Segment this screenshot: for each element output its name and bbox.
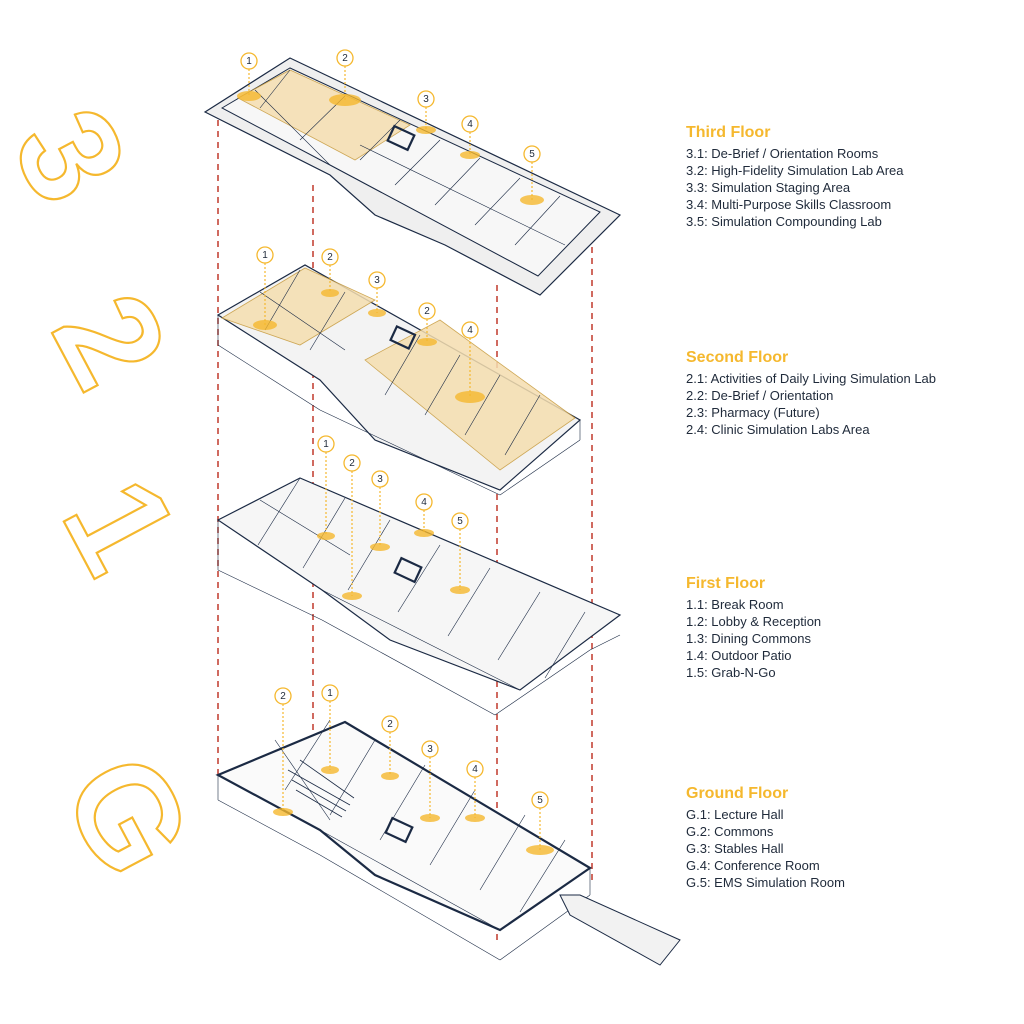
room-marker-circle: [381, 715, 399, 733]
legend-item: 3.5: Simulation Compounding Lab: [686, 214, 882, 229]
legend-item: 3.3: Simulation Staging Area: [686, 180, 851, 195]
room-marker-circle: [421, 740, 439, 758]
room-marker-circle: [274, 687, 292, 705]
room-marker-circle: [317, 435, 335, 453]
room-marker-circle: [321, 684, 339, 702]
room-marker-circle: [415, 493, 433, 511]
room-marker-circle: [461, 321, 479, 339]
room-marker-number: 2: [327, 252, 333, 263]
legend-item: 2.1: Activities of Daily Living Simulati…: [686, 371, 937, 386]
legend-item: 3.4: Multi-Purpose Skills Classroom: [686, 197, 892, 212]
big-number-first: 1: [33, 454, 208, 596]
legend-item: 1.2: Lobby & Reception: [686, 614, 822, 629]
legend-item: 2.2: De-Brief / Orientation: [686, 388, 834, 403]
room-marker-circle: [466, 760, 484, 778]
room-marker-number: 1: [323, 439, 329, 450]
room-marker-number: 2: [342, 53, 348, 64]
room-marker-circle: [371, 470, 389, 488]
room-marker-number: 5: [537, 795, 543, 806]
room-marker-number: 4: [467, 325, 473, 336]
room-marker-circle: [451, 512, 469, 530]
floor-number-labels: 3 2 1 G: [0, 83, 224, 901]
room-marker-circle: [343, 454, 361, 472]
big-number-third: 3: [0, 84, 158, 226]
room-marker-number: 3: [377, 474, 383, 485]
second-floor-plan: [216, 264, 582, 496]
room-marker-number: 2: [424, 306, 430, 317]
legend-item: 2.4: Clinic Simulation Labs Area: [686, 422, 870, 437]
room-marker-number: 3: [374, 275, 380, 286]
legend-item: G.5: EMS Simulation Room: [686, 875, 845, 890]
legend-title: Ground Floor: [686, 785, 789, 802]
room-marker-number: 2: [280, 691, 286, 702]
room-marker-circle: [531, 791, 549, 809]
legend-item: G.4: Conference Room: [686, 858, 820, 873]
big-number-ground: G: [34, 730, 224, 900]
big-number-second: 2: [23, 269, 198, 411]
legend-ground-floor: Ground Floor G.1: Lecture Hall G.2: Comm…: [686, 785, 1006, 891]
third-floor-plan: [203, 57, 622, 296]
room-marker-circle: [523, 145, 541, 163]
room-marker-circle: [417, 90, 435, 108]
room-marker-number: 2: [387, 719, 393, 730]
legend-item: 1.3: Dining Commons: [686, 631, 811, 646]
legend-item: 2.3: Pharmacy (Future): [686, 405, 820, 420]
legend-second-floor: Second Floor 2.1: Activities of Daily Li…: [686, 349, 1006, 438]
room-marker-number: 5: [457, 516, 463, 527]
room-marker-number: 5: [529, 149, 535, 160]
legend-title: Third Floor: [686, 124, 771, 141]
legend-item: 1.5: Grab-N-Go: [686, 665, 776, 680]
legend-item: G.2: Commons: [686, 824, 774, 839]
room-marker-circle: [418, 302, 436, 320]
legend-title: First Floor: [686, 575, 766, 592]
room-marker-circle: [321, 248, 339, 266]
room-marker-number: 4: [472, 764, 478, 775]
legend-item: G.1: Lecture Hall: [686, 807, 784, 822]
ground-floor-plan: [215, 719, 681, 966]
legend-third-floor: Third Floor 3.1: De-Brief / Orientation …: [686, 124, 1006, 230]
room-marker-circle: [461, 115, 479, 133]
room-marker-number: 3: [427, 744, 433, 755]
room-marker-circle: [368, 271, 386, 289]
legend-item: G.3: Stables Hall: [686, 841, 784, 856]
room-marker-circle: [256, 246, 274, 264]
legend-first-floor: First Floor 1.1: Break Room 1.2: Lobby &…: [686, 575, 1006, 681]
room-marker-number: 1: [246, 56, 252, 67]
room-marker-number: 1: [262, 250, 268, 261]
room-marker-circle: [240, 52, 258, 70]
legend-title: Second Floor: [686, 349, 789, 366]
lecture-hall-seating: [287, 759, 355, 818]
room-marker-number: 3: [423, 94, 429, 105]
room-markers: 1 2 3 4 5 1 2 3 2 4 1 2 3 4 5 2 1 2 3 4 5: [240, 49, 549, 850]
legend-item: 3.2: High-Fidelity Simulation Lab Area: [686, 163, 904, 178]
room-marker-circle: [336, 49, 354, 67]
legend-item: 3.1: De-Brief / Orientation Rooms: [686, 146, 879, 161]
first-floor-plan: [216, 477, 622, 716]
legend-item: 1.4: Outdoor Patio: [686, 648, 792, 663]
room-marker-number: 2: [349, 458, 355, 469]
legend-item: 1.1: Break Room: [686, 597, 784, 612]
room-marker-number: 1: [327, 688, 333, 699]
room-marker-number: 4: [421, 497, 427, 508]
room-marker-number: 4: [467, 119, 473, 130]
